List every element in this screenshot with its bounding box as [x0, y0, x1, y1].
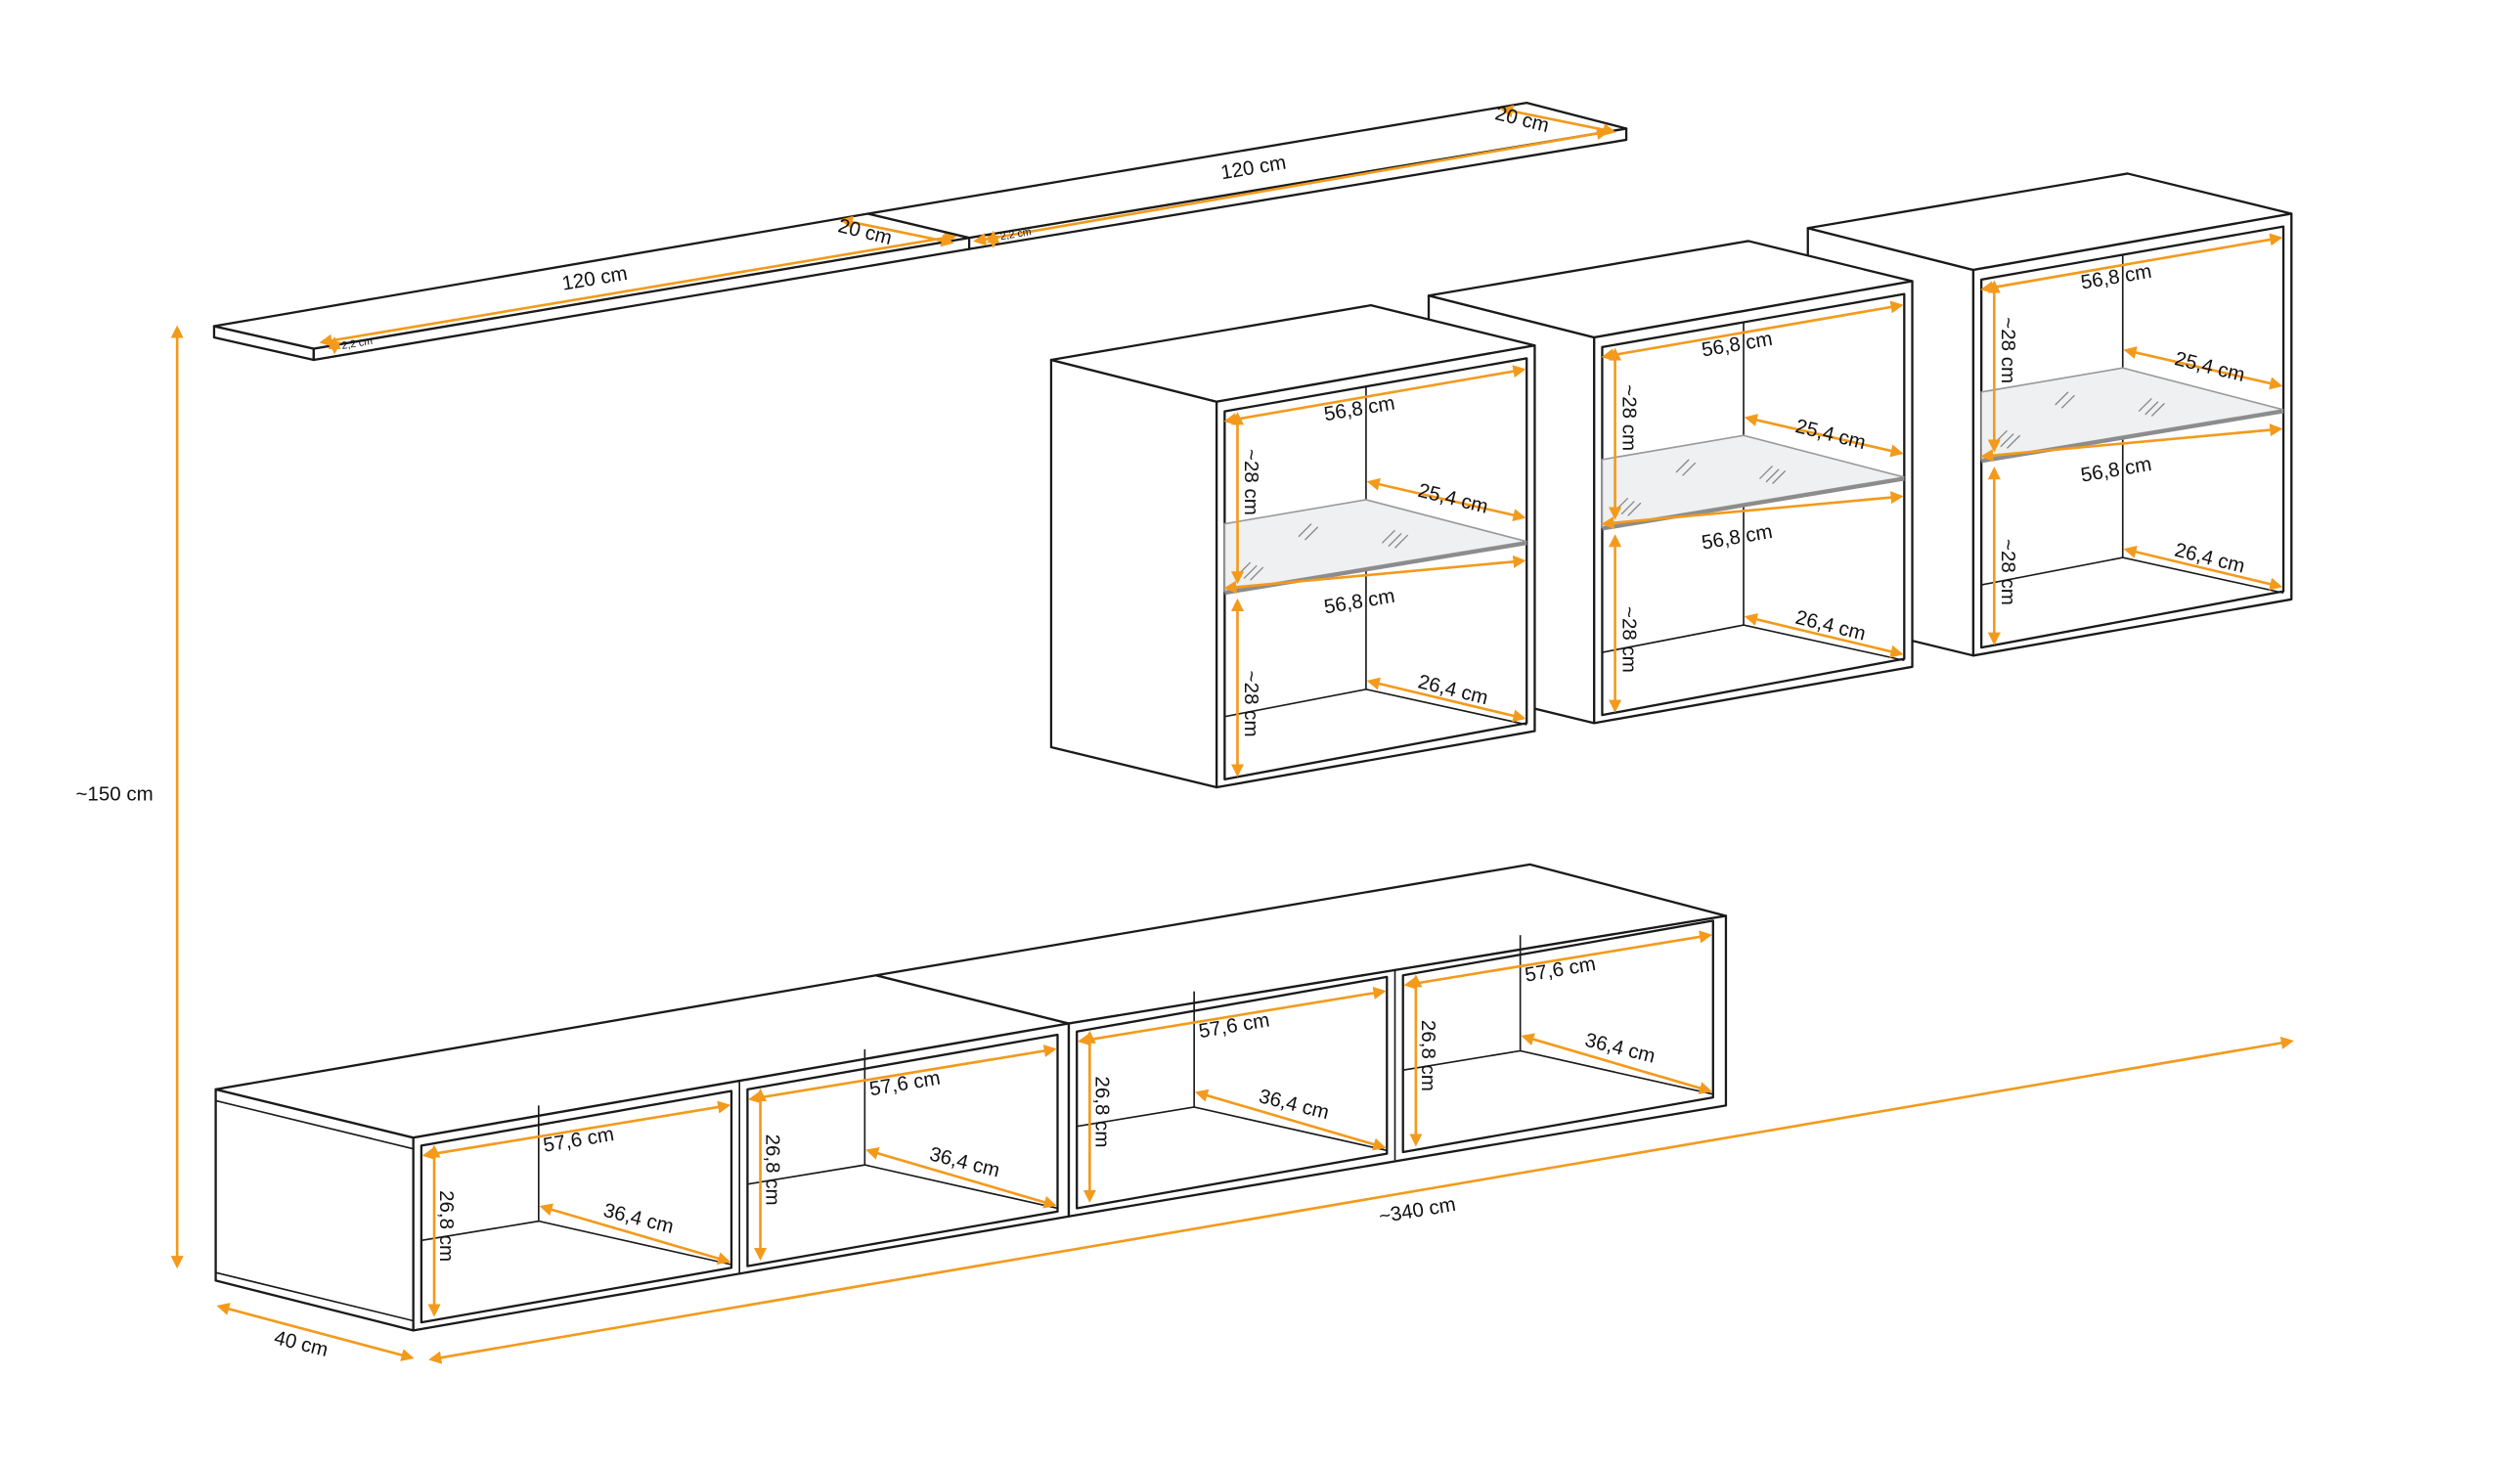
wall-shelf-left: 120 cm 20 cm 2,2 cm [212, 212, 971, 362]
wall-cabinet: 56,8 cm ~28 cm 25,4 cm 56,8 cm ~28 cm 26… [1049, 304, 1536, 789]
wall-cabinet: 56,8 cm ~28 cm 25,4 cm 56,8 cm ~28 cm 26… [1427, 240, 1914, 725]
cabinet-upper-height-label: ~28 cm [1240, 449, 1262, 515]
compartment-height-label: 26,8 cm [1417, 1020, 1439, 1091]
cabinet-lower-height-label: ~28 cm [1997, 539, 2019, 605]
shelf-thickness-label: 2,2 cm [340, 335, 374, 352]
cabinet-lower-height-label: ~28 cm [1617, 606, 1640, 673]
compartment-height-label: 26,8 cm [435, 1190, 458, 1262]
cabinet-upper-height-label: ~28 cm [1617, 384, 1640, 451]
shelf-thickness-label: 2,2 cm [999, 226, 1033, 243]
wall-shelf-right: 120 cm 20 cm 2,2 cm [866, 101, 1628, 250]
cabinet-lower-height-label: ~28 cm [1240, 671, 1262, 737]
overall-width-label: ~340 cm [1377, 1193, 1457, 1228]
cabinet-upper-height-label: ~28 cm [1997, 317, 2019, 383]
overall-height-label: ~150 cm [75, 783, 153, 806]
compartment-height-label: 26,8 cm [762, 1134, 784, 1206]
compartment-height-label: 26,8 cm [1090, 1076, 1113, 1147]
overall-depth-label: 40 cm [272, 1326, 331, 1361]
